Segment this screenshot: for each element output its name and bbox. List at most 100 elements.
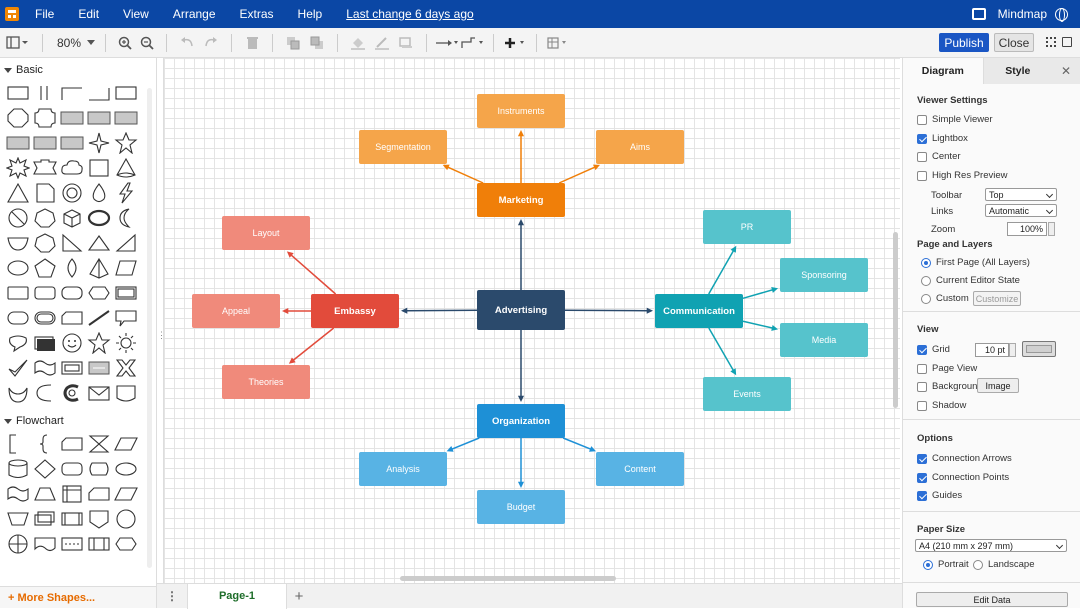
shape-grayrect5-icon[interactable] [33, 132, 57, 154]
table-icon[interactable] [545, 32, 571, 54]
shadow-icon[interactable] [394, 32, 418, 54]
shape-rect-icon[interactable] [6, 82, 30, 104]
shape-bars-icon[interactable] [87, 533, 111, 555]
shape-moon-icon[interactable] [114, 207, 138, 229]
shape-ortho-icon[interactable] [6, 533, 30, 555]
zoom-setting-input[interactable]: 100% [1007, 222, 1047, 236]
shape-pill2-icon[interactable] [33, 307, 57, 329]
shape-rect3d-icon[interactable] [33, 332, 57, 354]
shape-multidoc-icon[interactable] [33, 508, 57, 530]
shape-bolt-icon[interactable] [114, 182, 138, 204]
shape-corner2-icon[interactable] [87, 82, 111, 104]
shadow-checkbox[interactable] [917, 401, 927, 411]
shape-doc-icon[interactable] [60, 433, 84, 455]
shape-circle-icon[interactable] [60, 182, 84, 204]
shape-wave-icon[interactable] [33, 357, 57, 379]
canvas-horizontal-scrollbar[interactable] [400, 576, 616, 581]
shape-arcthick-icon[interactable] [60, 382, 84, 404]
connector-organization-content[interactable] [563, 438, 592, 450]
menu-edit[interactable]: Edit [78, 7, 99, 21]
zoom-out-icon[interactable] [136, 32, 158, 54]
to-back-icon[interactable] [305, 32, 329, 54]
shape-rr-icon[interactable] [60, 458, 84, 480]
shape-star5b-icon[interactable] [87, 332, 111, 354]
shape-lens-icon[interactable] [60, 257, 84, 279]
shape-dblrect-icon[interactable] [114, 282, 138, 304]
line-color-icon[interactable] [370, 32, 394, 54]
fill-color-icon[interactable] [346, 32, 370, 54]
connection-points-checkbox[interactable] [917, 473, 927, 483]
shape-grayrect6-icon[interactable] [60, 132, 84, 154]
page-view-option[interactable]: Page View [917, 363, 977, 374]
grid-color-swatch[interactable] [1022, 341, 1056, 357]
zoom-level[interactable]: 80% [57, 36, 81, 50]
node-instruments[interactable]: Instruments [477, 94, 565, 128]
add-page-icon[interactable]: + [287, 588, 311, 605]
section-basic-header[interactable]: Basic [0, 58, 156, 82]
page-tab-1[interactable]: Page-1 [187, 584, 287, 609]
shape-offpage-icon[interactable] [87, 508, 111, 530]
connector-organization-analysis[interactable] [451, 438, 480, 450]
shape-brace-icon[interactable] [33, 433, 57, 455]
background-image-button[interactable]: Image [977, 378, 1019, 393]
shape-heptagon-icon[interactable] [33, 207, 57, 229]
grid-checkbox[interactable] [917, 345, 927, 355]
shape-cone-icon[interactable] [114, 157, 138, 179]
customize-button[interactable]: Customize [973, 291, 1021, 306]
connector-communication-events[interactable] [709, 328, 734, 372]
grid-size-stepper-icon[interactable] [1009, 343, 1016, 357]
more-shapes-button[interactable]: + More Shapes... [0, 586, 157, 608]
shape-arc2-icon[interactable] [33, 382, 57, 404]
shape-check-icon[interactable] [6, 357, 30, 379]
portrait-option[interactable]: Portrait [923, 559, 969, 570]
tab-style[interactable]: Style [983, 58, 1053, 84]
shape-hourglass-icon[interactable] [87, 433, 111, 455]
paper-size-select[interactable]: A4 (210 mm x 297 mm) [915, 539, 1067, 552]
shape-square-icon[interactable] [87, 157, 111, 179]
current-editor-state-option[interactable]: Current Editor State [921, 275, 1020, 286]
canvas-vertical-scrollbar[interactable] [893, 232, 898, 408]
undo-icon[interactable] [175, 32, 199, 54]
menu-help[interactable]: Help [298, 7, 323, 21]
shape-card-icon[interactable] [87, 483, 111, 505]
connection-style-icon[interactable] [435, 32, 459, 54]
menu-view[interactable]: View [123, 7, 149, 21]
shape-grayrect2-icon[interactable] [87, 107, 111, 129]
shape-semi-icon[interactable] [6, 232, 30, 254]
tab-diagram[interactable]: Diagram [903, 58, 983, 84]
shape-cyl2-icon[interactable] [87, 458, 111, 480]
shape-parallelogram2-icon[interactable] [114, 483, 138, 505]
shape-dotted-icon[interactable] [60, 533, 84, 555]
toolbar-position-select[interactable]: Top [985, 188, 1057, 201]
connector-marketing-segmentation[interactable] [447, 167, 484, 183]
shape-callout-icon[interactable] [87, 207, 111, 229]
shape-xshape-icon[interactable] [114, 357, 138, 379]
shadow-option[interactable]: Shadow [917, 400, 966, 411]
language-globe-icon[interactable] [1055, 8, 1068, 21]
shape-heptagon2-icon[interactable] [33, 232, 57, 254]
collapse-panels-icon[interactable] [1062, 37, 1072, 47]
shape-annot-icon[interactable] [6, 433, 30, 455]
shape-corner-icon[interactable] [60, 82, 84, 104]
shape-rect2-icon[interactable] [114, 82, 138, 104]
shape-pentagon-icon[interactable] [33, 257, 57, 279]
shape-grayrect4-icon[interactable] [6, 132, 30, 154]
section-flowchart-header[interactable]: Flowchart [0, 409, 156, 433]
shape-envelope-icon[interactable] [87, 382, 111, 404]
shape-graybox-icon[interactable] [87, 357, 111, 379]
guides-checkbox[interactable] [917, 491, 927, 501]
shape-lines-icon[interactable] [33, 82, 57, 104]
close-panel-icon[interactable]: ✕ [1052, 58, 1080, 84]
links-select[interactable]: Automatic [985, 204, 1057, 217]
shape-intstorage-icon[interactable] [60, 483, 84, 505]
connector-embassy-theories[interactable] [292, 328, 334, 361]
shape-shield-icon[interactable] [114, 382, 138, 404]
shape-tri3-icon[interactable] [87, 232, 111, 254]
shape-terminator-icon[interactable] [114, 458, 138, 480]
fullscreen-icon[interactable] [1046, 37, 1056, 47]
guides-option[interactable]: Guides [917, 490, 962, 501]
close-button[interactable]: Close [994, 33, 1034, 52]
shape-framed-icon[interactable] [60, 357, 84, 379]
node-segmentation[interactable]: Segmentation [359, 130, 447, 164]
shape-cut-icon[interactable] [60, 307, 84, 329]
